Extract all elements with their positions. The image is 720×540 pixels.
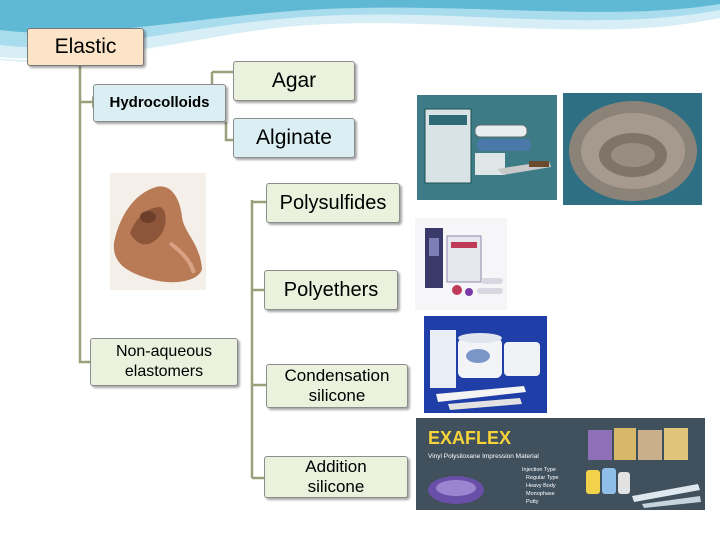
exaflex-type-4: Monophase bbox=[526, 491, 555, 497]
node-hydrocolloids: Hydrocolloids bbox=[93, 84, 226, 122]
node-condensation-line-2: silicone bbox=[308, 386, 366, 405]
exaflex-type-3: Heavy Body bbox=[526, 483, 556, 489]
exaflex-brand-text: EXAFLEX bbox=[428, 428, 511, 448]
exaflex-subtitle-text: Vinyl Polysiloxane Impression Material bbox=[428, 453, 539, 460]
node-alginate: Alginate bbox=[233, 118, 355, 158]
node-polysulfides-label: Polysulfides bbox=[279, 191, 387, 214]
node-hydrocolloids-label: Hydrocolloids bbox=[109, 94, 210, 111]
node-condensation-silicone: Condensation silicone bbox=[266, 364, 408, 408]
polysulfide-impression-photo bbox=[110, 173, 206, 290]
node-non-aqueous-elastomers: Non-aqueous elastomers bbox=[90, 338, 238, 386]
node-agar: Agar bbox=[233, 61, 355, 101]
node-polyethers-label: Polyethers bbox=[283, 278, 379, 301]
node-non-aqueous-line-1: Non-aqueous bbox=[115, 343, 213, 360]
node-addition-silicone: Addition silicone bbox=[264, 456, 408, 498]
alginate-kit-photo bbox=[417, 95, 557, 200]
connector-to-alginate bbox=[224, 122, 236, 142]
node-polysulfides: Polysulfides bbox=[266, 183, 400, 223]
condensation-silicone-kit-photo bbox=[424, 316, 547, 413]
alginate-impression-photo bbox=[563, 93, 702, 205]
node-elastic: Elastic bbox=[27, 28, 144, 66]
polyether-kit-photo bbox=[415, 218, 507, 310]
connector-elastic-trunk bbox=[78, 66, 92, 364]
addition-silicone-exaflex-photo: EXAFLEX Vinyl Polysiloxane Impression Ma… bbox=[416, 418, 705, 510]
node-polyethers: Polyethers bbox=[264, 270, 398, 310]
exaflex-type-1: Injection Type bbox=[522, 467, 556, 473]
node-condensation-line-1: Condensation bbox=[284, 366, 390, 385]
node-addition-line-1: Addition bbox=[305, 457, 367, 476]
node-non-aqueous-line-2: elastomers bbox=[124, 363, 204, 380]
node-agar-label: Agar bbox=[271, 69, 317, 92]
node-alginate-label: Alginate bbox=[256, 126, 332, 149]
node-addition-line-2: silicone bbox=[307, 477, 365, 496]
exaflex-type-2: Regular Type bbox=[526, 475, 559, 481]
exaflex-type-5: Putty bbox=[526, 499, 539, 505]
node-elastic-label: Elastic bbox=[54, 35, 117, 58]
